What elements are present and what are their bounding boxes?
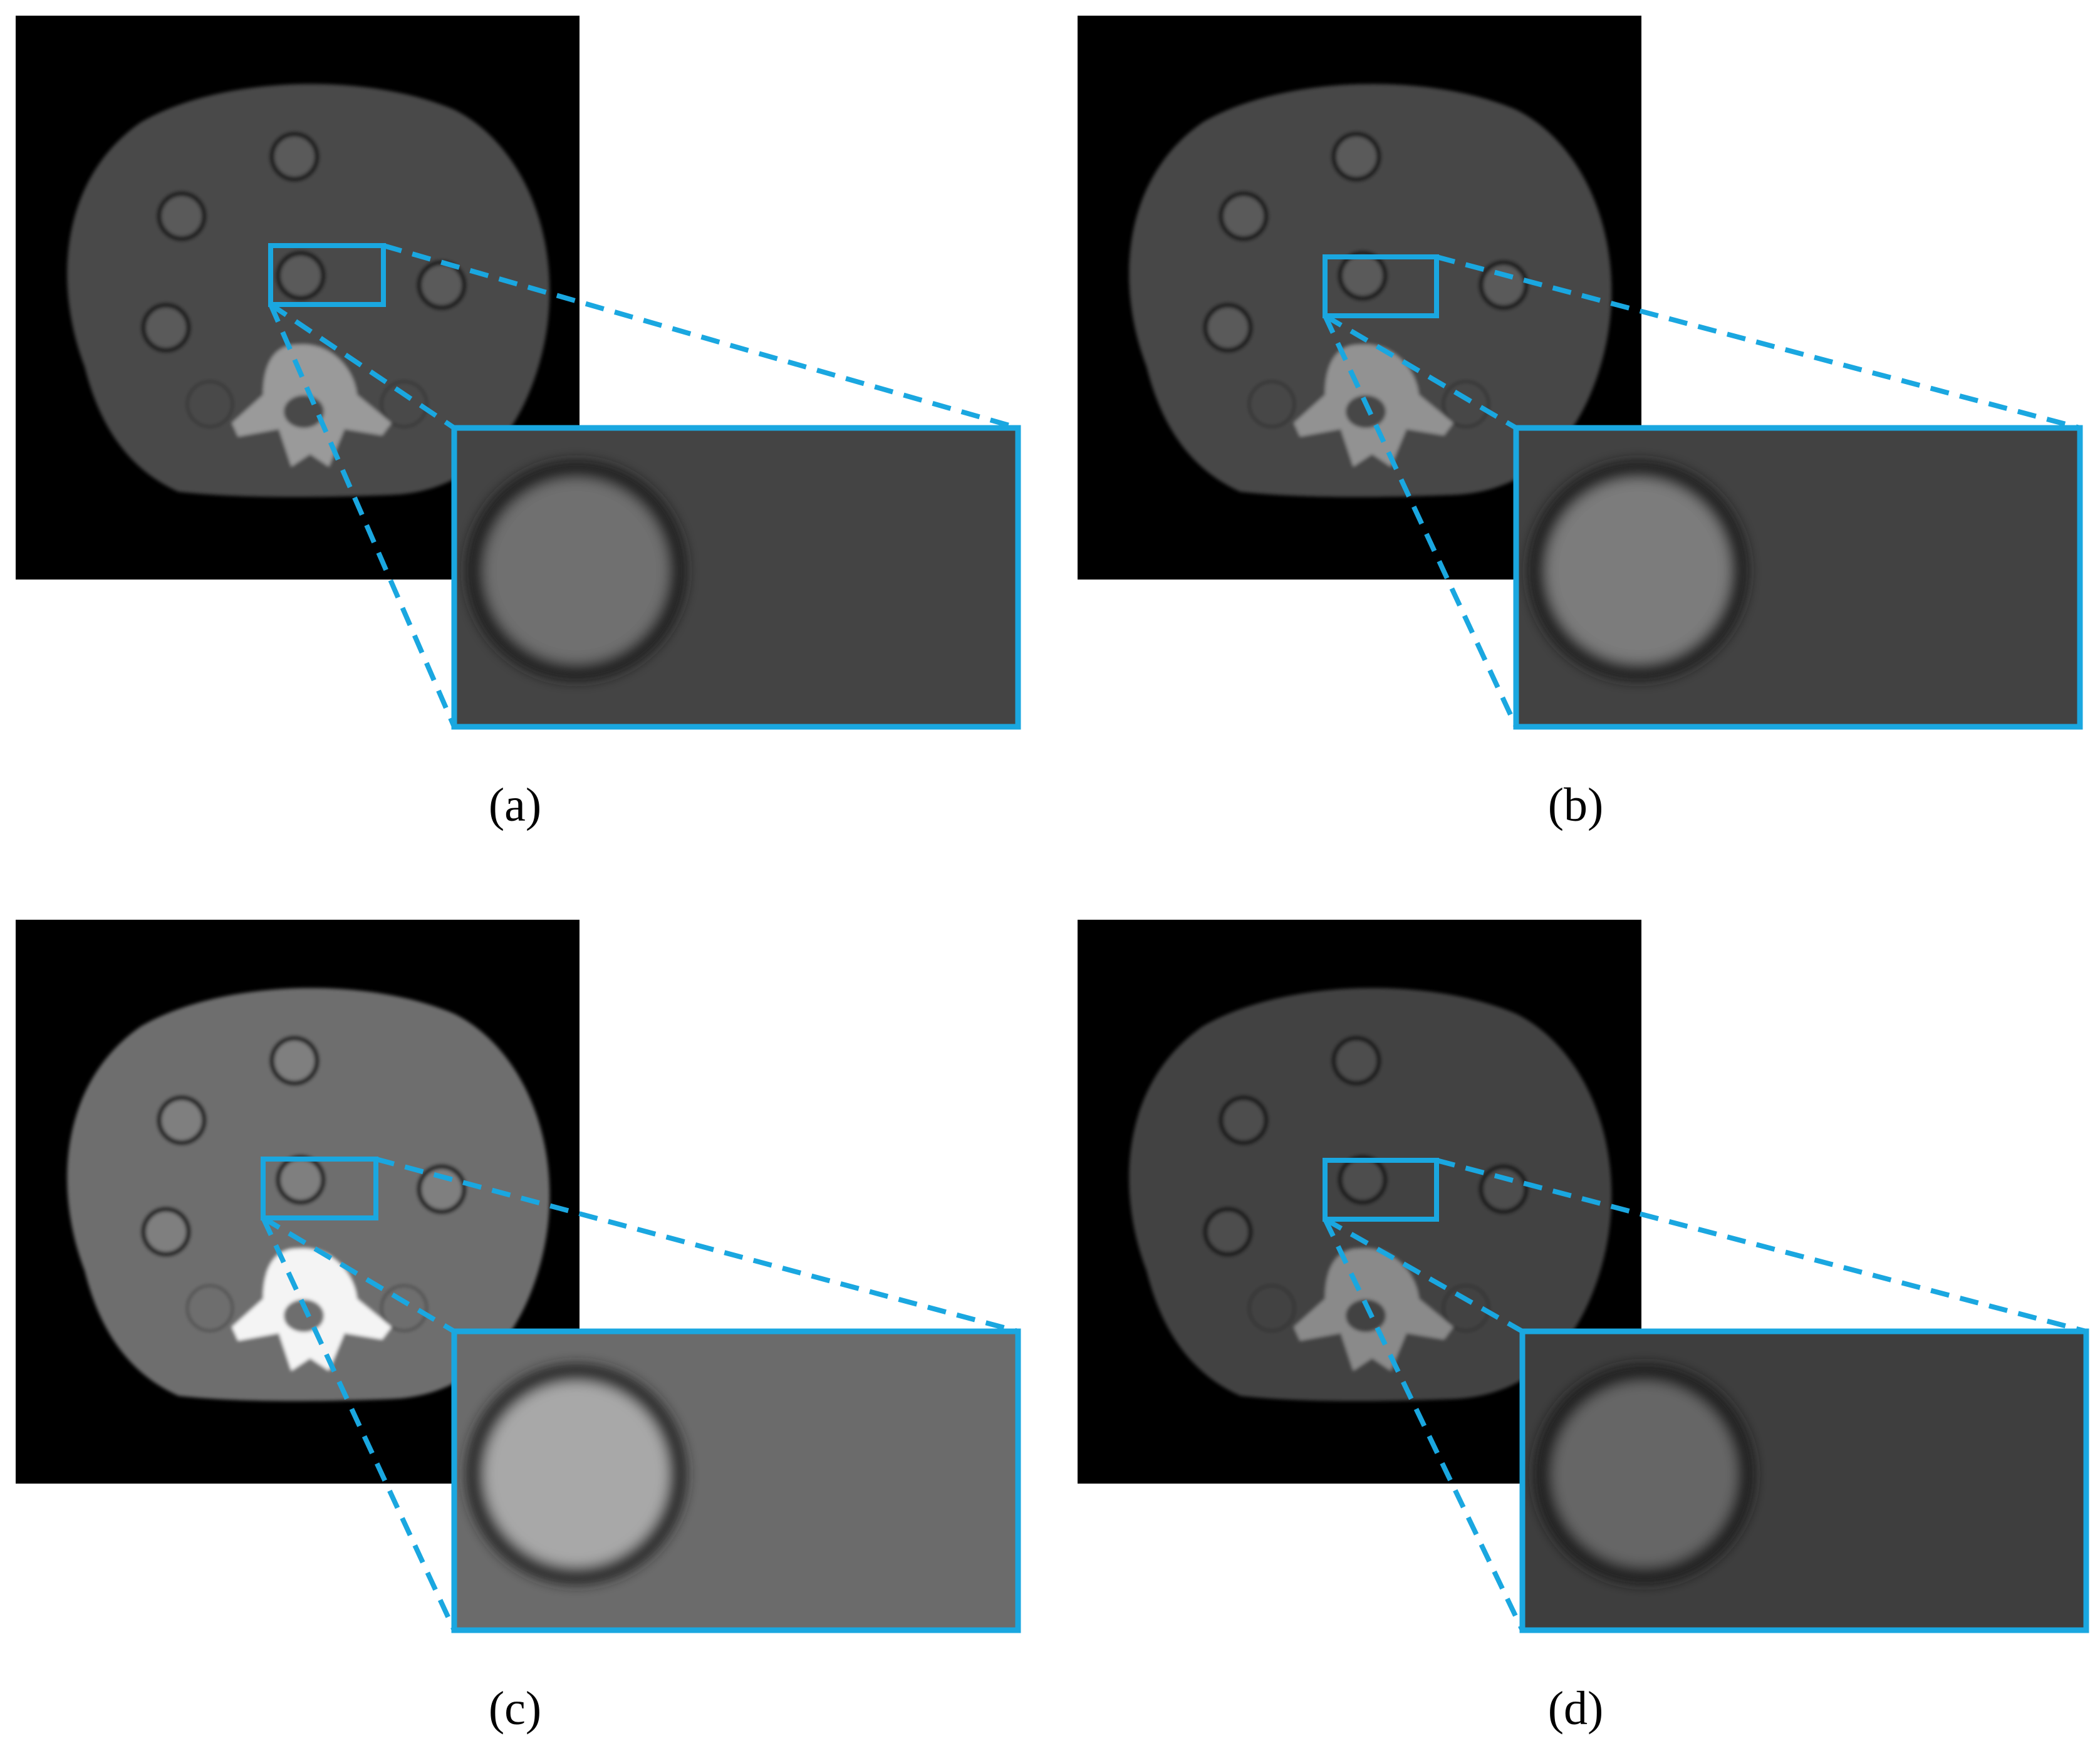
rod-insert: [141, 303, 191, 353]
inset-rod-core: [484, 1381, 669, 1567]
inset-content: [1529, 461, 1748, 680]
roi-rectangle: [261, 1157, 378, 1220]
panel-d: (d): [1078, 920, 2089, 1735]
rod-insert: [276, 1155, 326, 1205]
rod-insert: [157, 1095, 207, 1145]
roi-rectangle: [268, 243, 386, 307]
zoom-inset: [451, 1328, 1021, 1633]
connector-line: [268, 303, 457, 728]
rod-insert: [269, 132, 320, 182]
inset-border: [1513, 425, 2083, 730]
inset-rod-core: [1546, 478, 1731, 663]
connector-line: [261, 1215, 456, 1334]
panel-c: (c): [16, 920, 1021, 1735]
inset-content: [1535, 1365, 1754, 1584]
connector-line: [382, 243, 1019, 430]
rod-insert: [1203, 303, 1253, 353]
connector-line: [1323, 1218, 1525, 1631]
rod-insert: [1219, 1095, 1269, 1145]
zoom-connector-lines: [1323, 1158, 2087, 1631]
rod-insert: [1479, 1164, 1529, 1214]
rod-insert: [141, 1207, 191, 1257]
rod-insert: [186, 1284, 234, 1332]
phantom: [67, 987, 550, 1402]
panel-caption: (b): [1548, 779, 1604, 831]
rod-insert: [1219, 191, 1269, 241]
zoom-connector-lines: [268, 243, 1019, 728]
spinal-canal: [284, 1299, 324, 1332]
phantom: [1129, 987, 1612, 1402]
zoom-region-box: [261, 1157, 378, 1220]
rod-insert: [380, 1284, 428, 1332]
spinal-canal: [1346, 1299, 1386, 1332]
inset-content: [467, 1365, 686, 1584]
rod-insert: [1331, 1036, 1381, 1086]
panel-caption: (c): [489, 1682, 541, 1735]
ct-slice-image: [16, 16, 580, 580]
rod-insert: [1338, 251, 1388, 301]
connector-line: [1435, 254, 2081, 430]
zoom-connector-lines: [1323, 254, 2081, 728]
panel-caption: (a): [489, 779, 541, 831]
zoom-connector-lines: [261, 1157, 1019, 1631]
inset-rod-core: [484, 478, 669, 663]
inset-rod-core: [1552, 1381, 1737, 1567]
rod-insert: [269, 1036, 320, 1086]
rod-insert: [157, 191, 207, 241]
inset-border: [451, 425, 1021, 730]
rod-insert: [1331, 132, 1381, 182]
zoom-inset: [1519, 1328, 2089, 1633]
spinal-canal: [284, 395, 324, 428]
rod-insert: [1248, 380, 1296, 428]
zoom-region-box: [1323, 254, 1439, 318]
rod-insert: [1442, 1284, 1490, 1332]
rod-insert: [417, 1164, 467, 1214]
rod-insert: [186, 380, 234, 428]
roi-rectangle: [1323, 1158, 1439, 1222]
rod-insert: [1248, 1284, 1296, 1332]
rod-insert: [1338, 1155, 1388, 1205]
panel-b: (b): [1078, 16, 2083, 831]
panel-a: (a): [16, 16, 1021, 831]
ct-slice-image: [16, 920, 580, 1484]
connector-line: [375, 1157, 1019, 1334]
connector-line: [1323, 313, 1518, 430]
rod-insert: [276, 251, 326, 301]
spinal-canal: [1346, 395, 1386, 428]
phantom: [67, 83, 550, 497]
phantom: [1129, 83, 1612, 497]
roi-rectangle: [1323, 254, 1439, 318]
connector-line: [1435, 1158, 2087, 1334]
zoom-region-box: [268, 243, 386, 307]
zoom-region-box: [1323, 1158, 1439, 1222]
connector-line: [269, 302, 456, 430]
rod-insert: [1203, 1207, 1253, 1257]
zoom-inset: [451, 425, 1021, 730]
connector-line: [261, 1217, 457, 1631]
inset-border: [451, 1328, 1021, 1633]
zoom-inset: [1513, 425, 2083, 730]
rod-insert: [380, 380, 428, 428]
connector-line: [1324, 1217, 1524, 1334]
rod-insert: [1442, 380, 1490, 428]
ct-slice-image: [1078, 16, 1641, 580]
panel-caption: (d): [1548, 1682, 1604, 1735]
ct-slice-image: [1078, 920, 1641, 1484]
inset-content: [467, 461, 686, 680]
connector-line: [1323, 315, 1519, 728]
rod-insert: [1479, 260, 1529, 310]
inset-border: [1519, 1328, 2089, 1633]
